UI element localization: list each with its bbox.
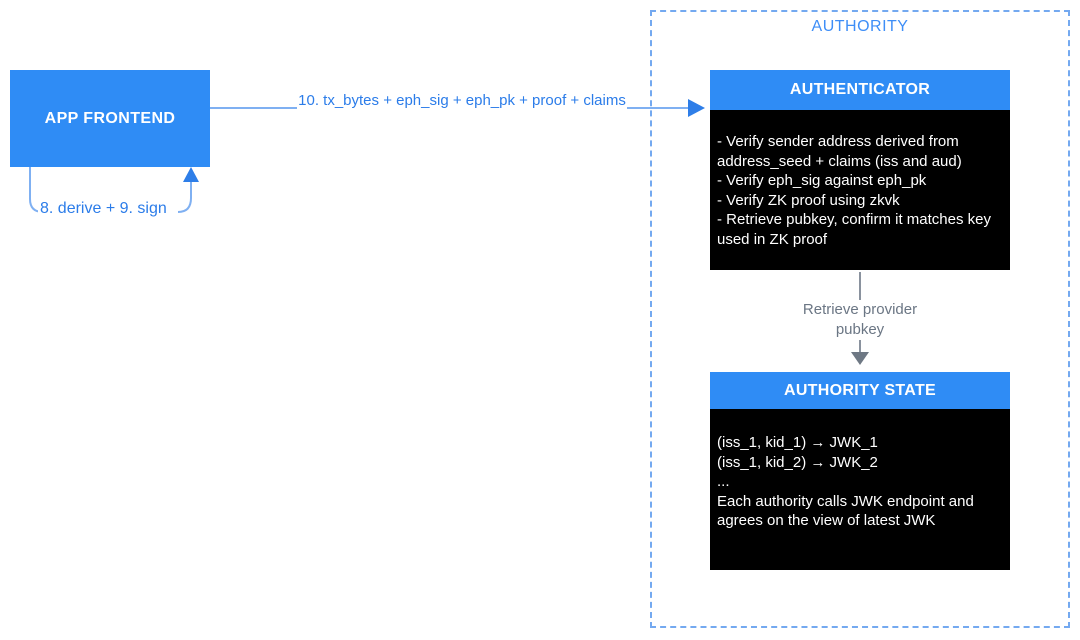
authority-state-item: (iss_1, kid_2) → JWK_2 bbox=[717, 453, 878, 471]
authority-state-item: (iss_1, kid_1) → JWK_1 bbox=[717, 434, 878, 451]
authenticator-item: - Retrieve pubkey, confirm it matches ke… bbox=[717, 211, 991, 248]
authenticator-body: - Verify sender address derived from add… bbox=[710, 110, 1010, 270]
authority-state-title: AUTHORITY STATE bbox=[783, 381, 937, 399]
authority-container: AUTHORITY bbox=[650, 10, 1070, 628]
authenticator-item: - Verify ZK proof using zkvk bbox=[717, 191, 900, 209]
authority-state-header: AUTHORITY STATE bbox=[710, 372, 1010, 409]
app-frontend-label: APP FRONTEND bbox=[44, 109, 176, 127]
derive-sign-arrow-label: 8. derive + 9. sign bbox=[38, 200, 169, 218]
authority-state-item: ... bbox=[717, 473, 730, 490]
authenticator-header: AUTHENTICATOR bbox=[710, 70, 1010, 110]
authority-title: AUTHORITY bbox=[811, 18, 909, 35]
authenticator-title: AUTHENTICATOR bbox=[789, 81, 931, 98]
authenticator-item: - Verify eph_sig against eph_pk bbox=[717, 172, 927, 189]
up-arrowhead-icon bbox=[183, 167, 199, 182]
authority-state-body: (iss_1, kid_1) → JWK_1 (iss_1, kid_2) → … bbox=[710, 409, 1010, 570]
authority-state-item: Each authority calls JWK endpoint and ag… bbox=[717, 492, 974, 530]
down-arrowhead-icon bbox=[851, 352, 869, 365]
right-arrowhead-icon bbox=[688, 99, 705, 117]
app-frontend-box: APP FRONTEND bbox=[10, 70, 210, 167]
retrieve-arrow-label: Retrieve provider pubkey bbox=[785, 300, 935, 340]
flow-arrow-label: 10. tx_bytes + eph_sig + eph_pk + proof … bbox=[297, 91, 627, 110]
authenticator-item: - Verify sender address derived from add… bbox=[717, 133, 962, 170]
